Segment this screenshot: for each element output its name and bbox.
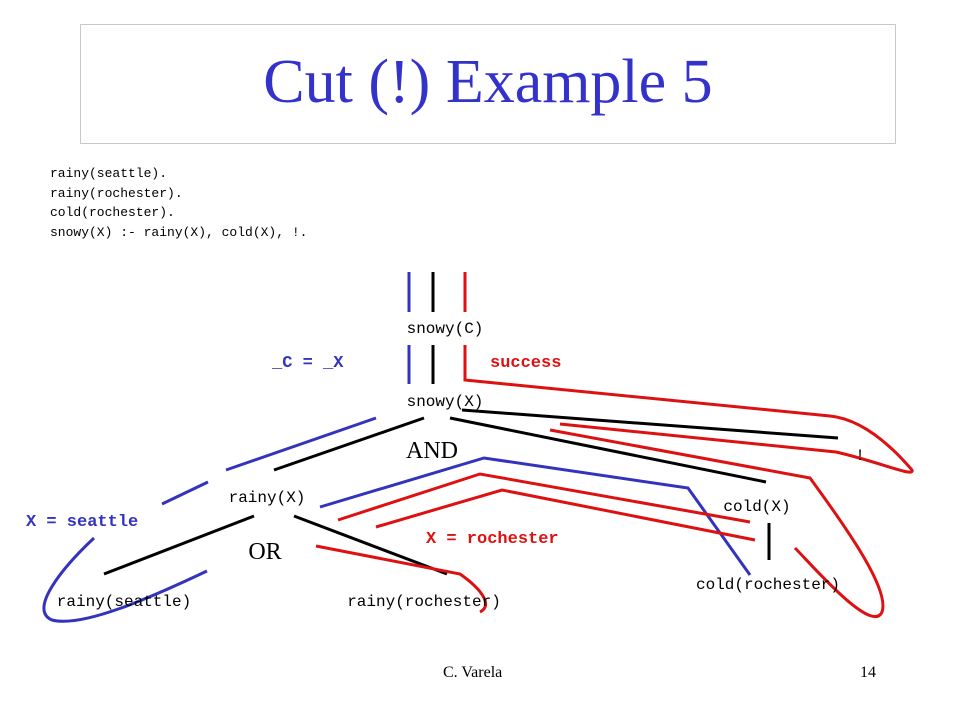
label-success: success <box>490 354 561 373</box>
node-cold-rochester: cold(rochester) <box>696 576 840 594</box>
edge-snowy-cut <box>461 408 839 440</box>
code-line: rainy(rochester). <box>50 185 183 201</box>
node-rainy-x: rainy(X) <box>229 489 306 507</box>
label-x-rochester: X = rochester <box>426 530 559 549</box>
tree-edges <box>103 272 839 576</box>
label-x-seattle: X = seattle <box>26 513 138 532</box>
code-line: cold(rochester). <box>50 205 175 220</box>
label-unify: _C = _X <box>271 354 344 373</box>
node-cold-x: cold(X) <box>723 498 790 516</box>
node-snowy-x: snowy(X) <box>407 393 484 411</box>
edge-snowy-cold <box>449 416 767 484</box>
footer-page-number: 14 <box>860 664 876 681</box>
label-or: OR <box>248 539 281 565</box>
node-snowy-c: snowy(C) <box>407 320 484 338</box>
label-and: AND <box>406 438 458 464</box>
node-rainy-seattle: rainy(seattle) <box>57 593 191 611</box>
code-line: rainy(seattle). <box>50 166 168 181</box>
node-cut: ! <box>855 447 865 465</box>
red-trace <box>315 272 914 618</box>
code-line: snowy(X) :- rainy(X), cold(X), !. <box>50 224 308 240</box>
slide-title: Cut (!) Example 5 <box>263 48 713 116</box>
prolog-code: rainy(seattle). rainy(rochester). cold(r… <box>50 164 307 242</box>
edge-rainy-seattle <box>103 514 255 576</box>
title-box: Cut (!) Example 5 <box>80 24 896 144</box>
edge-rainy-rochester <box>293 514 448 576</box>
node-rainy-rochester: rainy(rochester) <box>347 593 501 611</box>
edge-snowy-rainy <box>273 416 425 472</box>
footer-author: C. Varela <box>443 664 503 681</box>
